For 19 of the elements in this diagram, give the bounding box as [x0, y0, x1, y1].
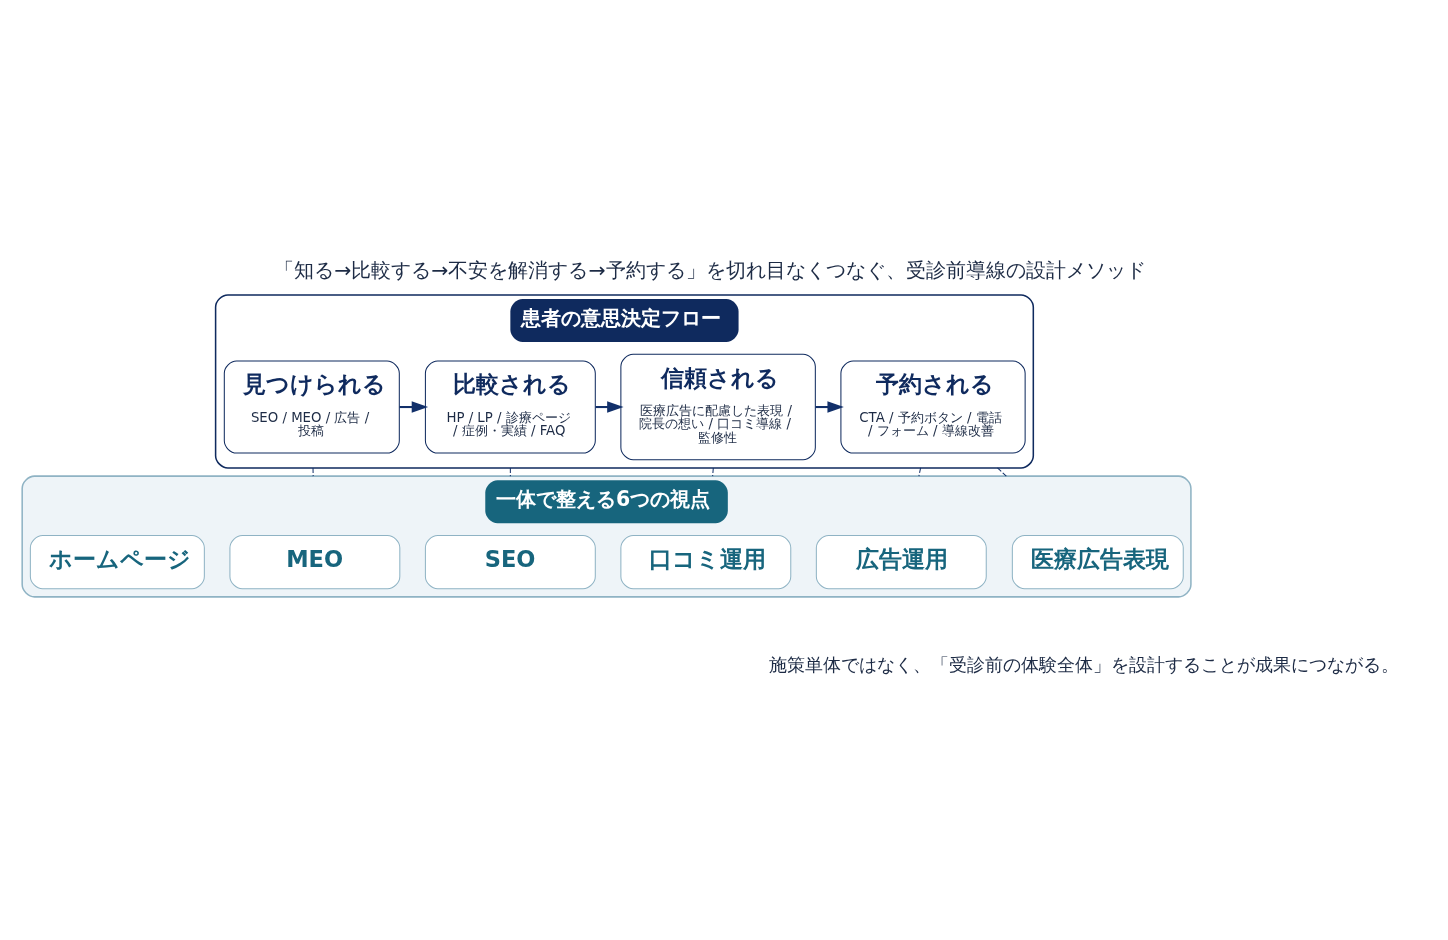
node-box: 広告運用 — [815, 534, 987, 589]
node-box: 予約される CTA / 予約ボタン / 電話 / フォーム / 導線改善 — [839, 360, 1026, 454]
connector — [917, 466, 921, 477]
node-box: 口コミ運用 — [619, 534, 791, 589]
node-box: 医療広告表現 — [1011, 534, 1184, 589]
caption: 施策単体ではなく、「受診前の体験全体」を設計することが成果につながる。 — [768, 653, 1399, 675]
node-box: SEO — [424, 534, 596, 589]
connector — [509, 466, 511, 477]
node-box: ホームページ — [29, 534, 205, 589]
diagram-title: 「知る→比較する→不安を解消する→予約する」を切れ目なくつなぐ、受診前導線の設計メソッド — [273, 257, 1146, 282]
node-box: 見つけられる SEO / MEO / 広告 / 投稿 — [223, 360, 400, 454]
node-box: 比較される HP / LP / 診療ページ / 症例・実績 / FAQ — [424, 360, 596, 454]
node-box: 信頼される 医療広告に配慮した表現 / 院長の想い / 口コミ導線 / 監修性 — [619, 353, 816, 460]
arrow — [398, 400, 428, 413]
connector — [996, 466, 1007, 477]
arrow — [815, 400, 844, 413]
connector — [312, 466, 314, 477]
node-box: MEO — [228, 534, 400, 589]
connector — [711, 466, 714, 477]
